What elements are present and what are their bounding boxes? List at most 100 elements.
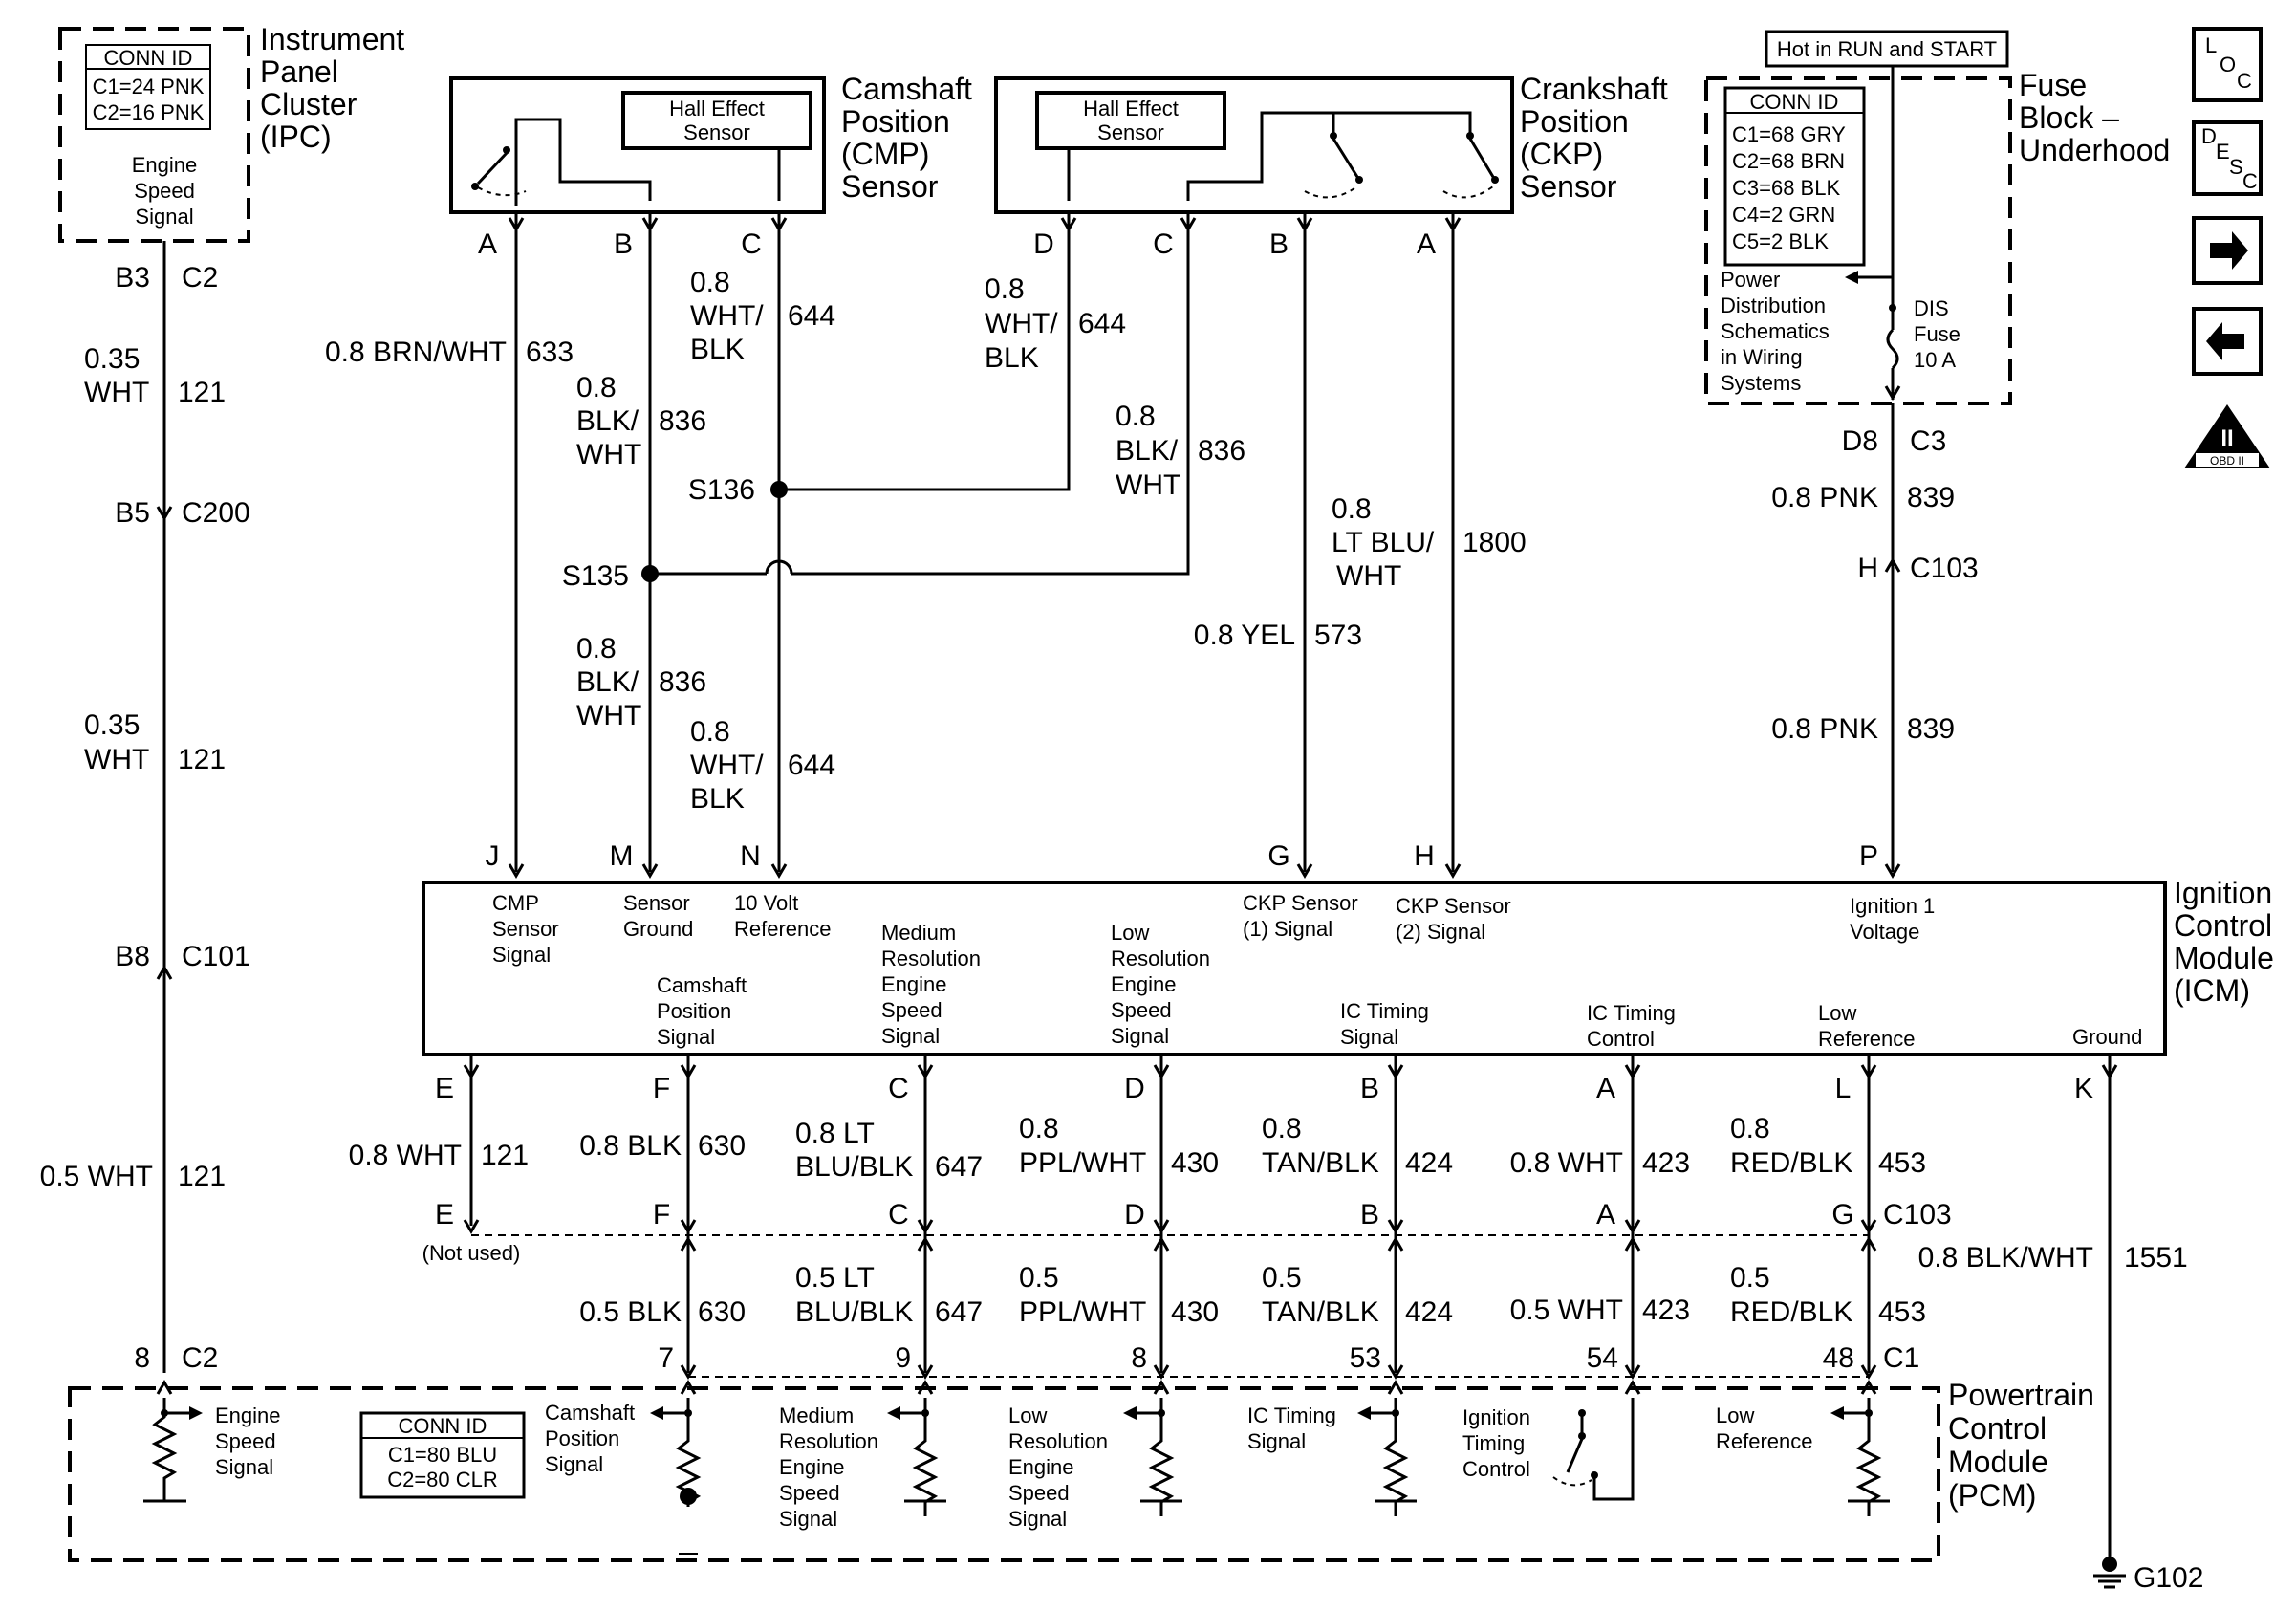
schematic-label: Signal (657, 1025, 715, 1049)
schematic-label: WHT (1116, 469, 1180, 501)
schematic-label: Control (2174, 908, 2272, 943)
right-arrow-icon[interactable] (2192, 216, 2263, 285)
wire-121: B3 C2 0.35 WHT 121 B5 C200 0.35 WHT 121 … (40, 241, 250, 1374)
schematic-label: Speed (1111, 998, 1172, 1022)
schematic-label: 0.5 (1019, 1262, 1059, 1294)
schematic-label: D (1124, 1073, 1145, 1104)
schematic-label: Control (1948, 1411, 2047, 1446)
schematic-label: C1=24 PNK (93, 75, 205, 98)
left-arrow-icon[interactable] (2192, 307, 2263, 376)
cmp-sensor: Hall Effect Sensor Camshaft Position (CM… (449, 72, 972, 214)
schematic-label: G (1831, 1199, 1853, 1230)
fuse-block: Hot in RUN and START CONN ID C1=68 GRY C… (1704, 30, 2170, 405)
schematic-label: IC Timing (1340, 999, 1429, 1023)
schematic-label: 0.5 LT (795, 1262, 875, 1294)
schematic-label: 0.8 PNK (1771, 482, 1878, 513)
schematic-label: Signal (1111, 1024, 1169, 1048)
schematic-label: RED/BLK (1730, 1147, 1852, 1179)
schematic-label: CONN ID (1750, 90, 1839, 114)
schematic-label: C103 (1910, 553, 1979, 584)
schematic-label: Signal (1008, 1507, 1067, 1531)
schematic-label: Speed (779, 1481, 840, 1505)
schematic-label: B (614, 229, 633, 260)
schematic-label: C1=80 BLU (388, 1443, 497, 1467)
schematic-label: Engine (1008, 1455, 1074, 1479)
schematic-label: Control (1462, 1457, 1530, 1481)
schematic-label: C101 (182, 941, 250, 972)
schematic-label: 0.35 (84, 709, 140, 741)
schematic-label: C (2242, 169, 2258, 193)
schematic-label: Position (545, 1426, 619, 1450)
schematic-label: Signal (779, 1507, 837, 1531)
loc-icon[interactable]: L O C (2192, 27, 2263, 102)
schematic-label: A (1417, 229, 1436, 260)
schematic-label: WHT (1336, 560, 1401, 592)
schematic-label: C3 (1910, 425, 1946, 457)
schematic-label: Engine (779, 1455, 845, 1479)
obd-ii-icon[interactable]: II OBD II (2184, 404, 2270, 468)
schematic-label: 0.8 BLK/WHT (1918, 1242, 2093, 1274)
schematic-label: Engine (1111, 972, 1177, 996)
schematic-label: 10 A (1914, 348, 1956, 372)
splice-s136: S136 (688, 474, 755, 506)
schematic-label: Signal (1247, 1429, 1306, 1453)
schematic-label: E (435, 1199, 454, 1230)
schematic-label: (IPC) (260, 120, 332, 154)
schematic-label: Block – (2019, 100, 2119, 135)
schematic-label: 0.8 (576, 372, 617, 403)
ipc-module: CONN ID C1=24 PNK C2=16 PNK Engine Speed… (58, 22, 404, 243)
schematic-label: BLK (690, 783, 745, 815)
schematic-label: 9 (895, 1342, 911, 1374)
schematic-label: C1=68 GRY (1732, 122, 1846, 146)
schematic-label: Signal (1340, 1025, 1398, 1049)
schematic-label: C (741, 229, 762, 260)
schematic-label: Systems (1721, 371, 1801, 395)
icm-module: CMP Sensor Signal Sensor Ground 10 Volt … (422, 876, 2274, 1056)
schematic-label: Module (1948, 1445, 2048, 1479)
desc-icon[interactable]: D E S C (2192, 120, 2263, 196)
schematic-label: OBD II (2210, 454, 2244, 468)
schematic-label: Fuse (1914, 322, 1960, 346)
schematic-label: CONN ID (104, 46, 193, 70)
schematic-label: C2 (182, 1342, 218, 1374)
schematic-label: DIS (1914, 296, 1949, 320)
schematic-label: B (1360, 1073, 1379, 1104)
schematic-label: N (740, 840, 761, 872)
ckp-sensor: Hall Effect Sensor Crankshaft Position (… (994, 72, 1668, 214)
schematic-label: BLU/BLK (795, 1296, 913, 1328)
schematic-label: PPL/WHT (1019, 1296, 1146, 1328)
schematic-label: II (2220, 425, 2233, 451)
schematic-label: 54 (1587, 1342, 1618, 1374)
schematic-label: 0.8 (1332, 493, 1372, 525)
cmp-title: Camshaft (841, 72, 972, 106)
schematic-label: Low (1008, 1404, 1047, 1427)
schematic-label: 647 (935, 1296, 983, 1328)
schematic-label: 0.8 (690, 267, 730, 298)
schematic-label: Speed (134, 179, 195, 203)
schematic-label: (CMP) (841, 137, 929, 171)
schematic-label: 0.8 PNK (1771, 713, 1878, 745)
schematic-label: Signal (135, 205, 193, 229)
schematic-label: Control (1587, 1027, 1655, 1051)
schematic-label: J (486, 840, 500, 872)
schematic-label: Sensor (683, 120, 750, 144)
schematic-label: PPL/WHT (1019, 1147, 1146, 1179)
schematic-label: Ground (623, 917, 693, 941)
schematic-label: E (2216, 140, 2230, 163)
schematic-label: 0.8 BRN/WHT (325, 337, 507, 368)
schematic-label: Speed (215, 1429, 276, 1453)
schematic-label: M (610, 840, 634, 872)
schematic-label: WHT (576, 700, 641, 731)
schematic-label: in Wiring (1721, 345, 1803, 369)
schematic-label: Medium (779, 1404, 854, 1427)
schematic-label: B (1269, 229, 1289, 260)
icm-bottom-wires: E F C D B A L K 0.8 WHT 121 0.8 BLK 630 … (156, 1056, 2188, 1557)
schematic-label: Signal (881, 1024, 940, 1048)
schematic-label: 0.8 (985, 273, 1025, 305)
schematic-label: Engine (132, 153, 198, 177)
schematic-label: C (888, 1073, 909, 1104)
schematic-label: C (2237, 69, 2252, 93)
schematic-label: 0.35 (84, 343, 140, 375)
schematic-label: WHT (84, 744, 149, 775)
schematic-label: 430 (1171, 1296, 1219, 1328)
